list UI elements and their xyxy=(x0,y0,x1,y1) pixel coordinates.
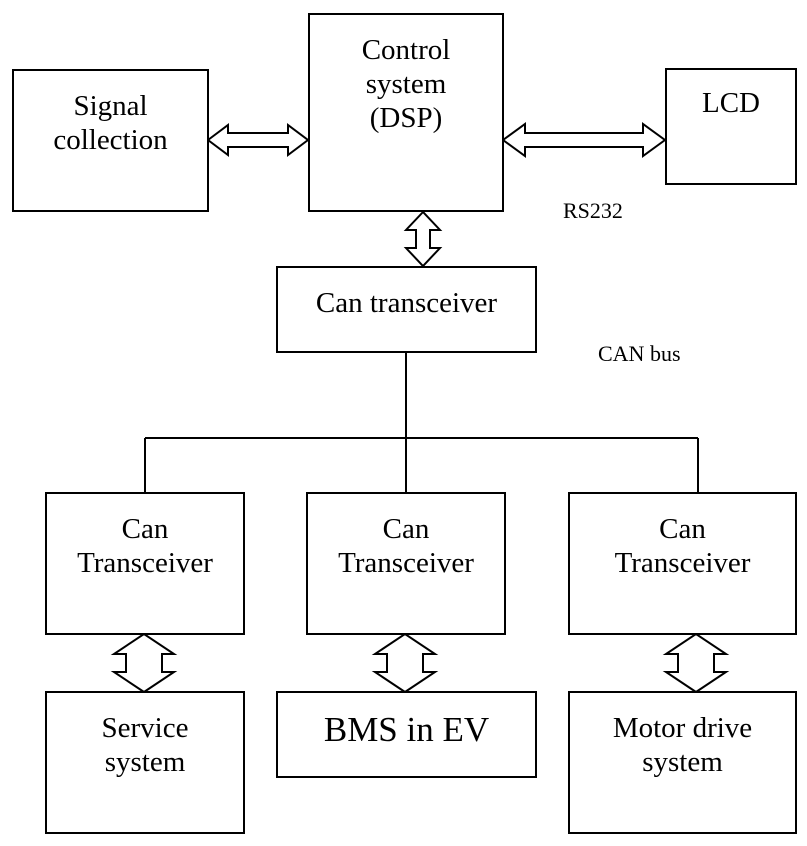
service-system-line2: system xyxy=(104,746,186,779)
bms-box: BMS in EV xyxy=(276,691,537,778)
can-transceiver-left-box: Can Transceiver xyxy=(45,492,245,635)
lcd-label: LCD xyxy=(702,87,760,119)
service-system-box: Service system xyxy=(45,691,245,834)
can-transceiver-main-label: Can transceiver xyxy=(315,287,498,319)
signal-collection-line1: Signal xyxy=(73,90,148,122)
double-arrow-middle xyxy=(371,632,439,694)
can-transceiver-left-line2: Transceiver xyxy=(77,547,213,580)
double-arrow-right xyxy=(662,632,730,694)
motor-drive-line1: Motor drive xyxy=(612,712,753,744)
control-system-line1: Control xyxy=(361,34,451,66)
can-transceiver-right-line1: Can xyxy=(659,513,706,545)
lcd-box: LCD xyxy=(665,68,797,185)
can-transceiver-right-box: Can Transceiver xyxy=(568,492,797,635)
motor-drive-line2: system xyxy=(642,746,723,779)
signal-collection-line2: collection xyxy=(53,124,168,157)
control-system-box: Control system (DSP) xyxy=(308,13,504,212)
can-transceiver-left-line1: Can xyxy=(121,513,169,545)
can-transceiver-main-box: Can transceiver xyxy=(276,266,537,353)
can-transceiver-middle-line2: Transceiver xyxy=(338,547,474,580)
bms-label: BMS in EV xyxy=(323,710,490,749)
can-bus-label: CAN bus xyxy=(598,341,681,366)
control-system-line3: (DSP) xyxy=(369,102,443,135)
signal-collection-box: Signal collection xyxy=(12,69,209,212)
rs232-label: RS232 xyxy=(563,198,623,223)
can-transceiver-middle-line1: Can xyxy=(382,513,430,545)
service-system-line1: Service xyxy=(101,712,189,744)
can-transceiver-middle-box: Can Transceiver xyxy=(306,492,506,635)
double-arrow-control-can xyxy=(403,210,443,268)
double-arrow-control-lcd xyxy=(501,122,667,158)
can-transceiver-right-line2: Transceiver xyxy=(614,547,751,580)
control-system-line2: system xyxy=(365,68,447,101)
motor-drive-box: Motor drive system xyxy=(568,691,797,834)
double-arrow-left xyxy=(110,632,178,694)
double-arrow-signal-control xyxy=(206,123,310,157)
